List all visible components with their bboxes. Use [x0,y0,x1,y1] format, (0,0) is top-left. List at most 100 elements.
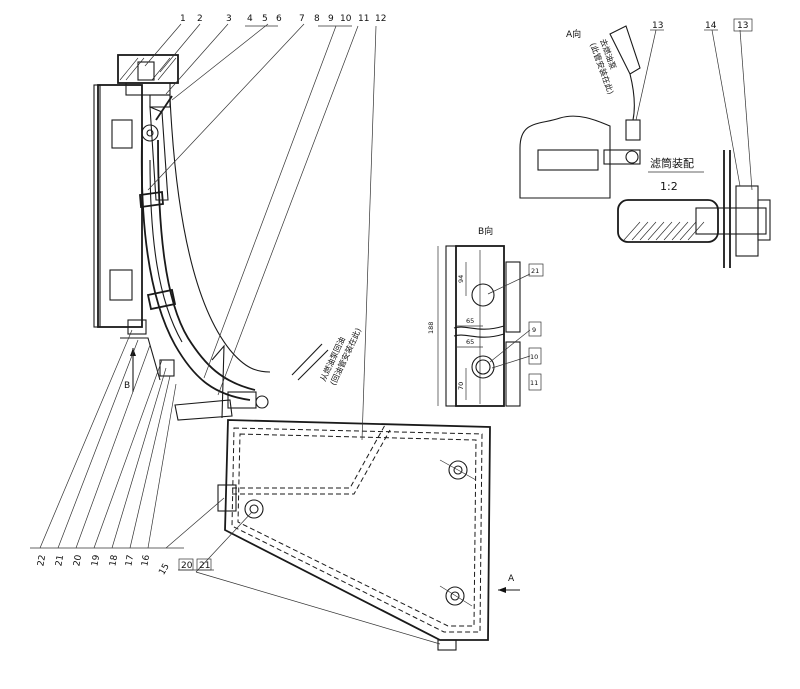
view-b-title: B向 [478,225,493,237]
view-a-pipe [603,149,641,165]
callout-10: 10 [340,14,352,24]
boss-1 [448,460,468,480]
dim-65-top: 65 [466,317,474,325]
callout-11: 11 [358,14,369,24]
filter-element-hatch [623,221,705,241]
callout-21: 21 [54,554,66,567]
hose-clamp-2 [146,288,177,311]
view-b-side-1 [505,261,521,333]
view-b-hole-1 [471,283,495,307]
callout-1: 1 [180,14,186,24]
view-b-hole-2 [471,355,495,379]
box-10: 10 [530,353,538,361]
view-a: A向 13 14 13 滤筒 [519,18,771,268]
direction-a-label: A [508,574,515,584]
callout-18: 18 [108,554,120,567]
callout-3: 3 [226,14,232,24]
tank-drain [437,639,457,651]
banjo-fitting [141,124,159,142]
callout-21-bottom: 21 [199,561,210,571]
view-a-hose-line [629,73,635,121]
centre-line-2 [439,585,473,607]
callout-6: 6 [276,14,282,24]
bracket-nut [735,185,759,257]
callout-9: 9 [328,14,334,24]
valve-body [227,391,257,409]
callout-12: 12 [375,14,386,24]
view-b-side-2 [505,341,521,407]
view-b-break-2 [453,333,505,338]
dim-65-bottom: 65 [466,338,474,346]
boss-2-hole [249,504,259,514]
valve-pipe [174,399,233,421]
plate-window-bottom [109,269,133,301]
small-pipe-2 [297,349,329,381]
hose-clamp-1 [139,190,164,209]
dim-70: 70 [457,382,465,390]
hose-inner [157,139,256,391]
callout-20-bottom: 20 [181,561,193,571]
filter-assembly-title: 滤筒装配 [650,156,694,170]
direction-b-label: B [124,381,130,391]
callout-20: 20 [72,554,84,567]
box-21: 21 [531,267,539,275]
arrow-b-head [130,348,136,356]
box-11: 11 [530,379,538,387]
baffle-line-2 [232,429,391,495]
callout-19: 19 [90,554,102,567]
bottom-left-callouts: 22 21 20 19 18 17 16 15 [36,554,171,577]
callout-15: 15 [157,562,171,577]
box-9: 9 [532,326,536,334]
callout-5: 5 [262,14,268,24]
boss-2 [244,499,264,519]
view-b: B向 188 94 65 65 70 21 9 10 11 [427,225,544,407]
boss-1-hole [453,465,463,475]
view-a-title: A向 [566,28,581,40]
scale-label: 1:2 [660,180,678,193]
tank-outline [224,419,491,641]
bottom-fitting-1 [127,319,147,335]
top-leaders [144,23,377,441]
bottom-callouts: 20 21 [178,511,441,645]
view-a-nut [625,150,639,164]
hose-outer [140,139,251,401]
view-a-fitting [625,119,641,141]
filter-body [149,106,169,201]
plate-window-top [111,119,133,149]
tank-bracket [217,484,237,512]
callout-17: 17 [124,554,136,567]
view-b-break-1 [453,325,505,330]
valve-lever [211,344,225,419]
boss-3-hole [450,591,460,601]
callout-22: 22 [36,554,48,567]
callout-7: 7 [299,14,305,24]
return-line [169,97,271,373]
valve-nut [255,395,269,409]
view-a-filter-body [519,115,611,199]
callout-13: 13 [652,21,663,31]
centre-line-1 [439,459,477,481]
top-callout-numbers: 1 2 3 4 5 6 7 8 9 10 11 12 [180,14,386,24]
tank-assembly [217,419,491,651]
small-pipe [291,343,323,376]
view-b-flange [445,245,457,407]
view-a-hose [609,25,641,75]
callout-16: 16 [140,554,152,567]
main-assembly [93,54,329,421]
bottom-left-leaders [30,329,225,549]
view-a-filter-window [537,149,599,171]
dim-94: 94 [457,275,465,283]
mounting-plate [97,84,143,328]
cap-center [137,61,155,81]
callout-4: 4 [247,14,253,24]
callout-13-boxed: 13 [737,21,748,31]
cap-hatch [119,57,177,81]
callout-14: 14 [705,21,717,31]
arrow-a-head [498,587,506,593]
bracket-cap [757,199,771,241]
dim-188: 188 [427,322,435,334]
callout-2: 2 [197,14,203,24]
filter-element [617,199,719,243]
bottom-fitting-2 [159,359,175,377]
